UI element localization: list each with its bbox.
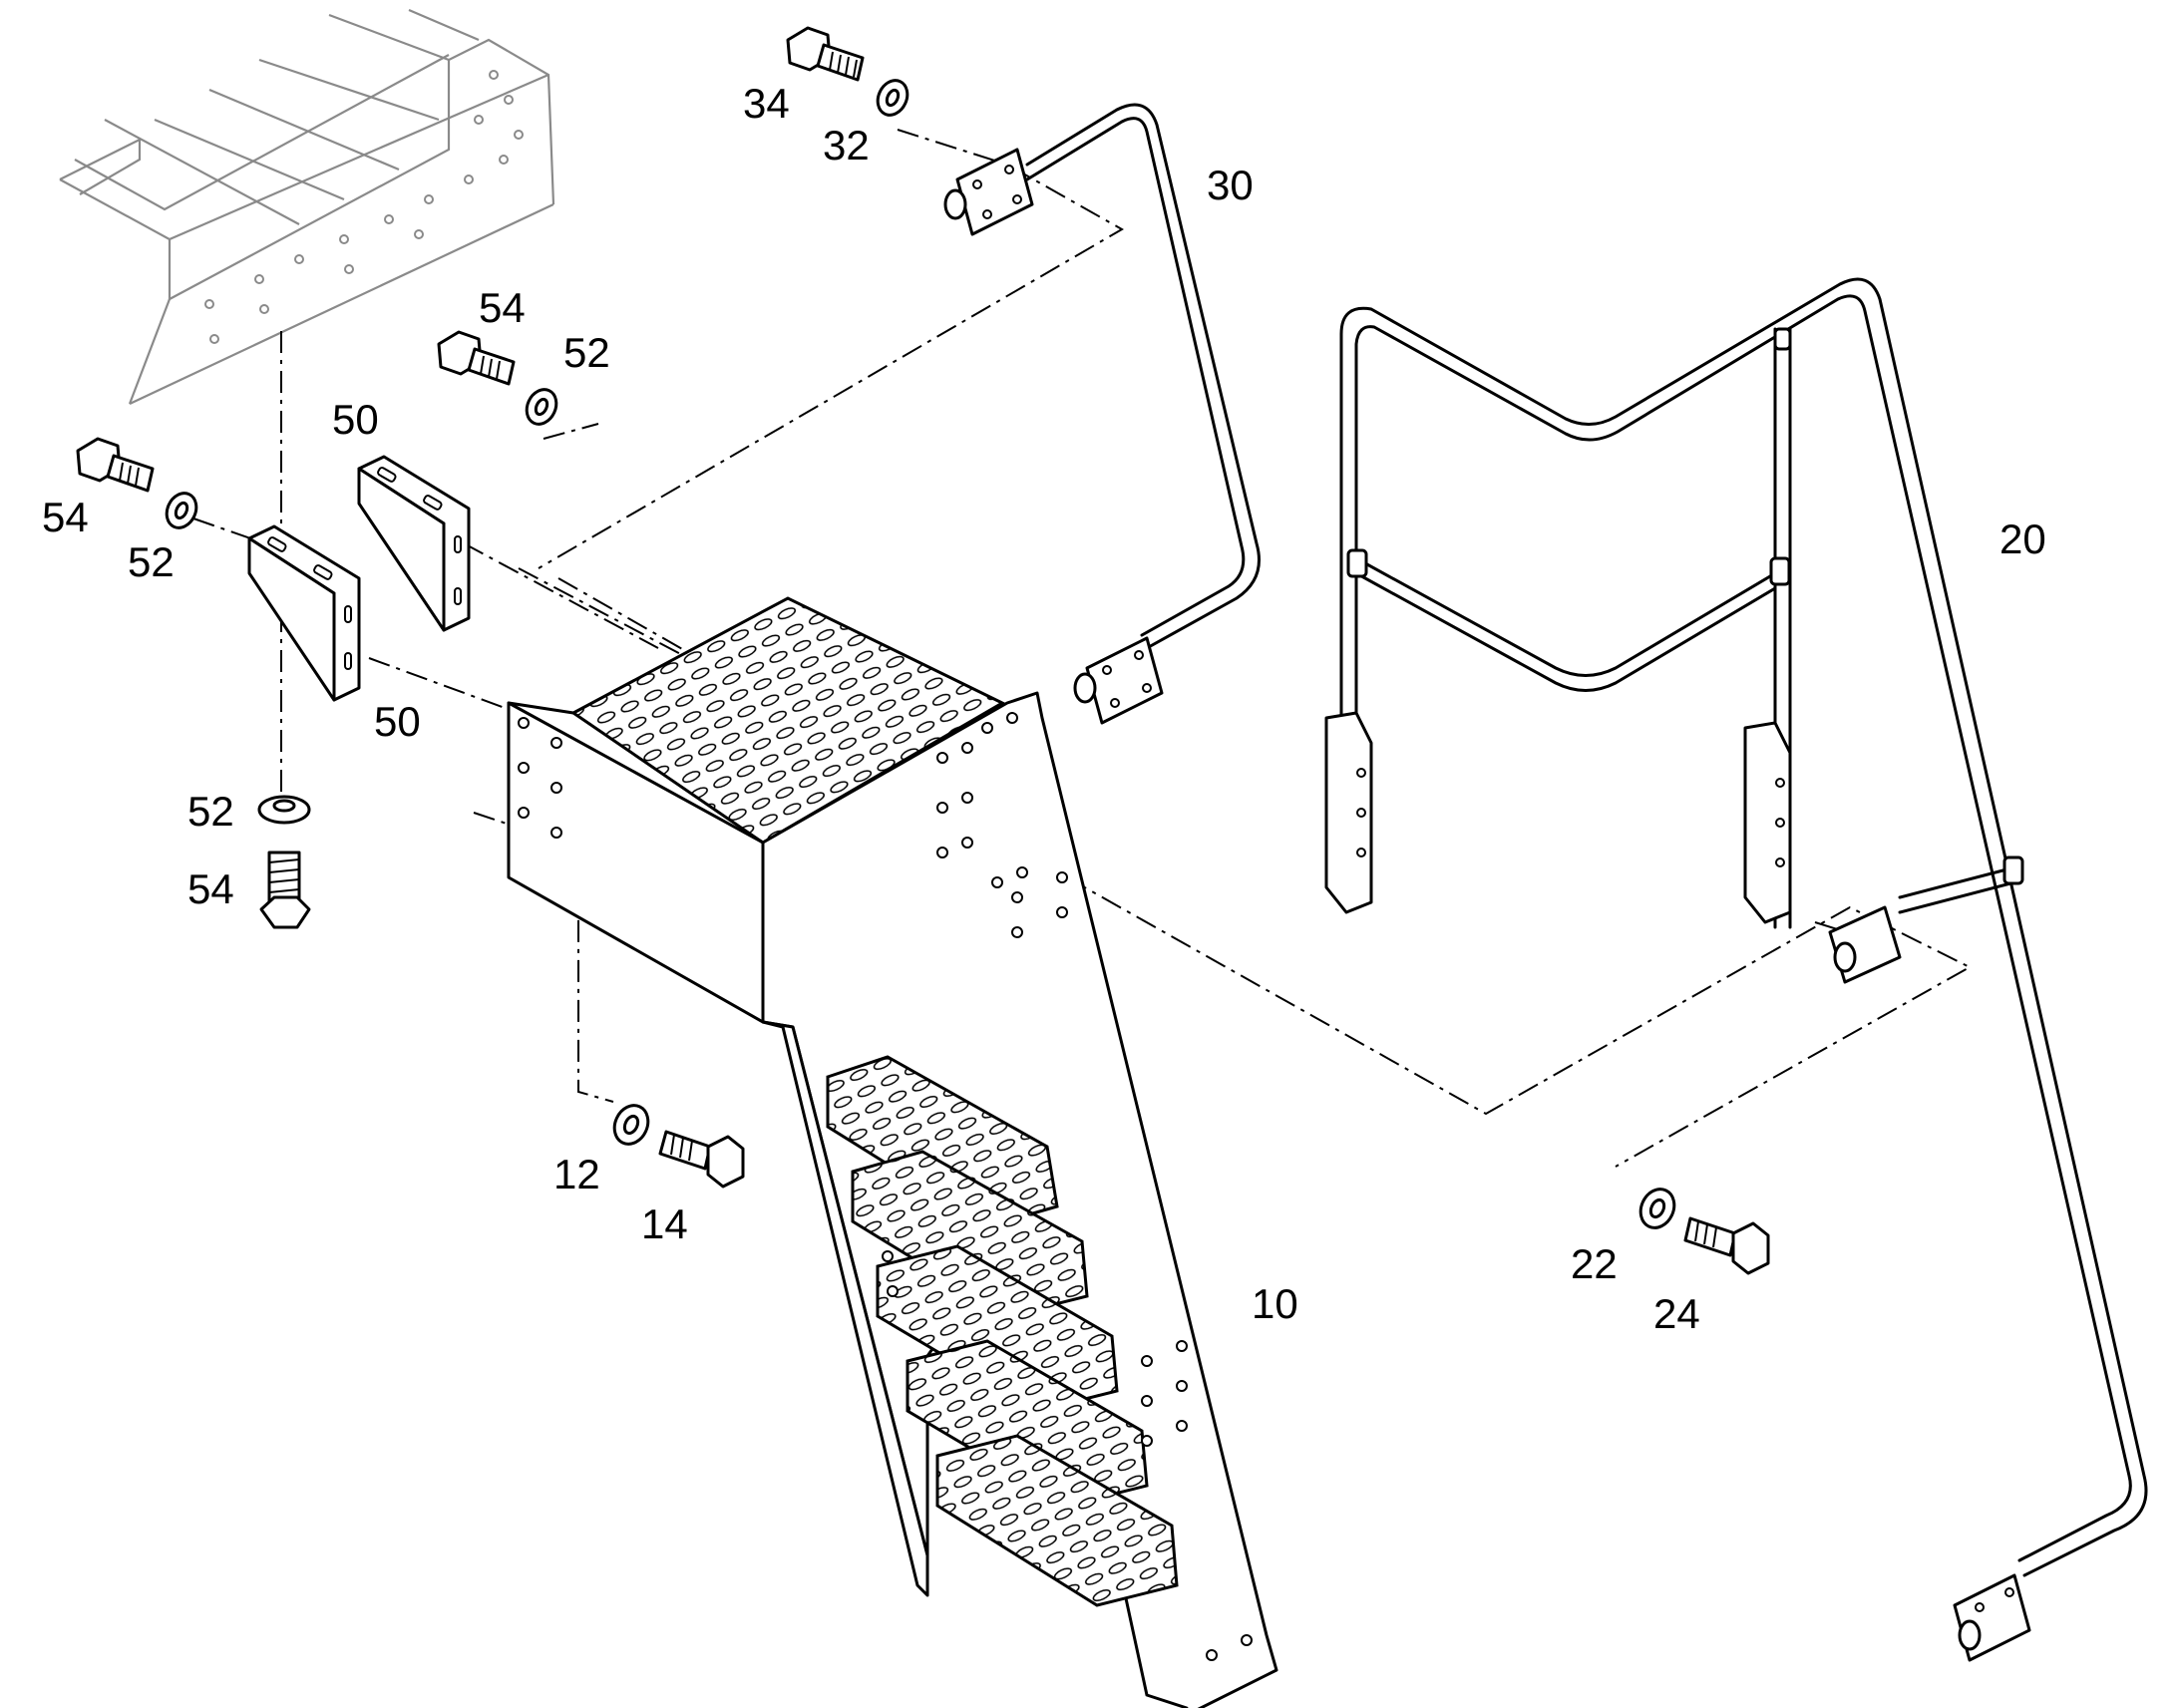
callout-52-bottom: 52 — [187, 788, 234, 835]
callout-12: 12 — [553, 1151, 600, 1197]
washer-52-mid — [525, 388, 558, 426]
callout-54-bottom: 54 — [187, 865, 234, 912]
washer-52-left — [165, 492, 198, 529]
callout-54-left: 54 — [42, 494, 89, 540]
bolt-54-mid — [437, 330, 516, 386]
callout-22: 22 — [1571, 1240, 1618, 1287]
washer-12 — [612, 1104, 650, 1146]
callout-54-mid: 54 — [479, 284, 526, 331]
bolt-34 — [786, 26, 865, 82]
callout-52-mid: 52 — [563, 329, 610, 376]
bolt-24 — [1683, 1216, 1770, 1275]
handrail-20 — [1324, 277, 2148, 1662]
callout-20: 20 — [1999, 515, 2046, 562]
callout-32: 32 — [823, 122, 870, 169]
bracket-50-left — [247, 524, 361, 702]
callout-52-left: 52 — [128, 538, 175, 585]
callout-labels: 34 32 30 54 52 50 54 52 50 52 54 20 12 1… — [42, 80, 2046, 1337]
washer-32 — [876, 79, 909, 117]
washer-52-bottom — [257, 795, 311, 825]
callout-50-lower: 50 — [374, 698, 421, 745]
callout-24: 24 — [1653, 1290, 1700, 1337]
stair-assembly-10 — [507, 596, 1278, 1708]
callout-34: 34 — [743, 80, 790, 127]
bolt-54-left — [76, 437, 155, 493]
callout-10: 10 — [1252, 1280, 1298, 1327]
assembly-lines — [192, 129, 1973, 1168]
callout-30: 30 — [1207, 162, 1254, 208]
callout-50-top: 50 — [332, 396, 379, 443]
bolt-54-bottom — [259, 851, 311, 929]
bolt-14 — [658, 1130, 745, 1189]
callout-14: 14 — [641, 1200, 688, 1247]
vehicle-frame — [59, 8, 555, 405]
bracket-50-right — [357, 455, 471, 632]
handrail-30 — [943, 103, 1261, 725]
washer-22 — [1638, 1188, 1676, 1229]
